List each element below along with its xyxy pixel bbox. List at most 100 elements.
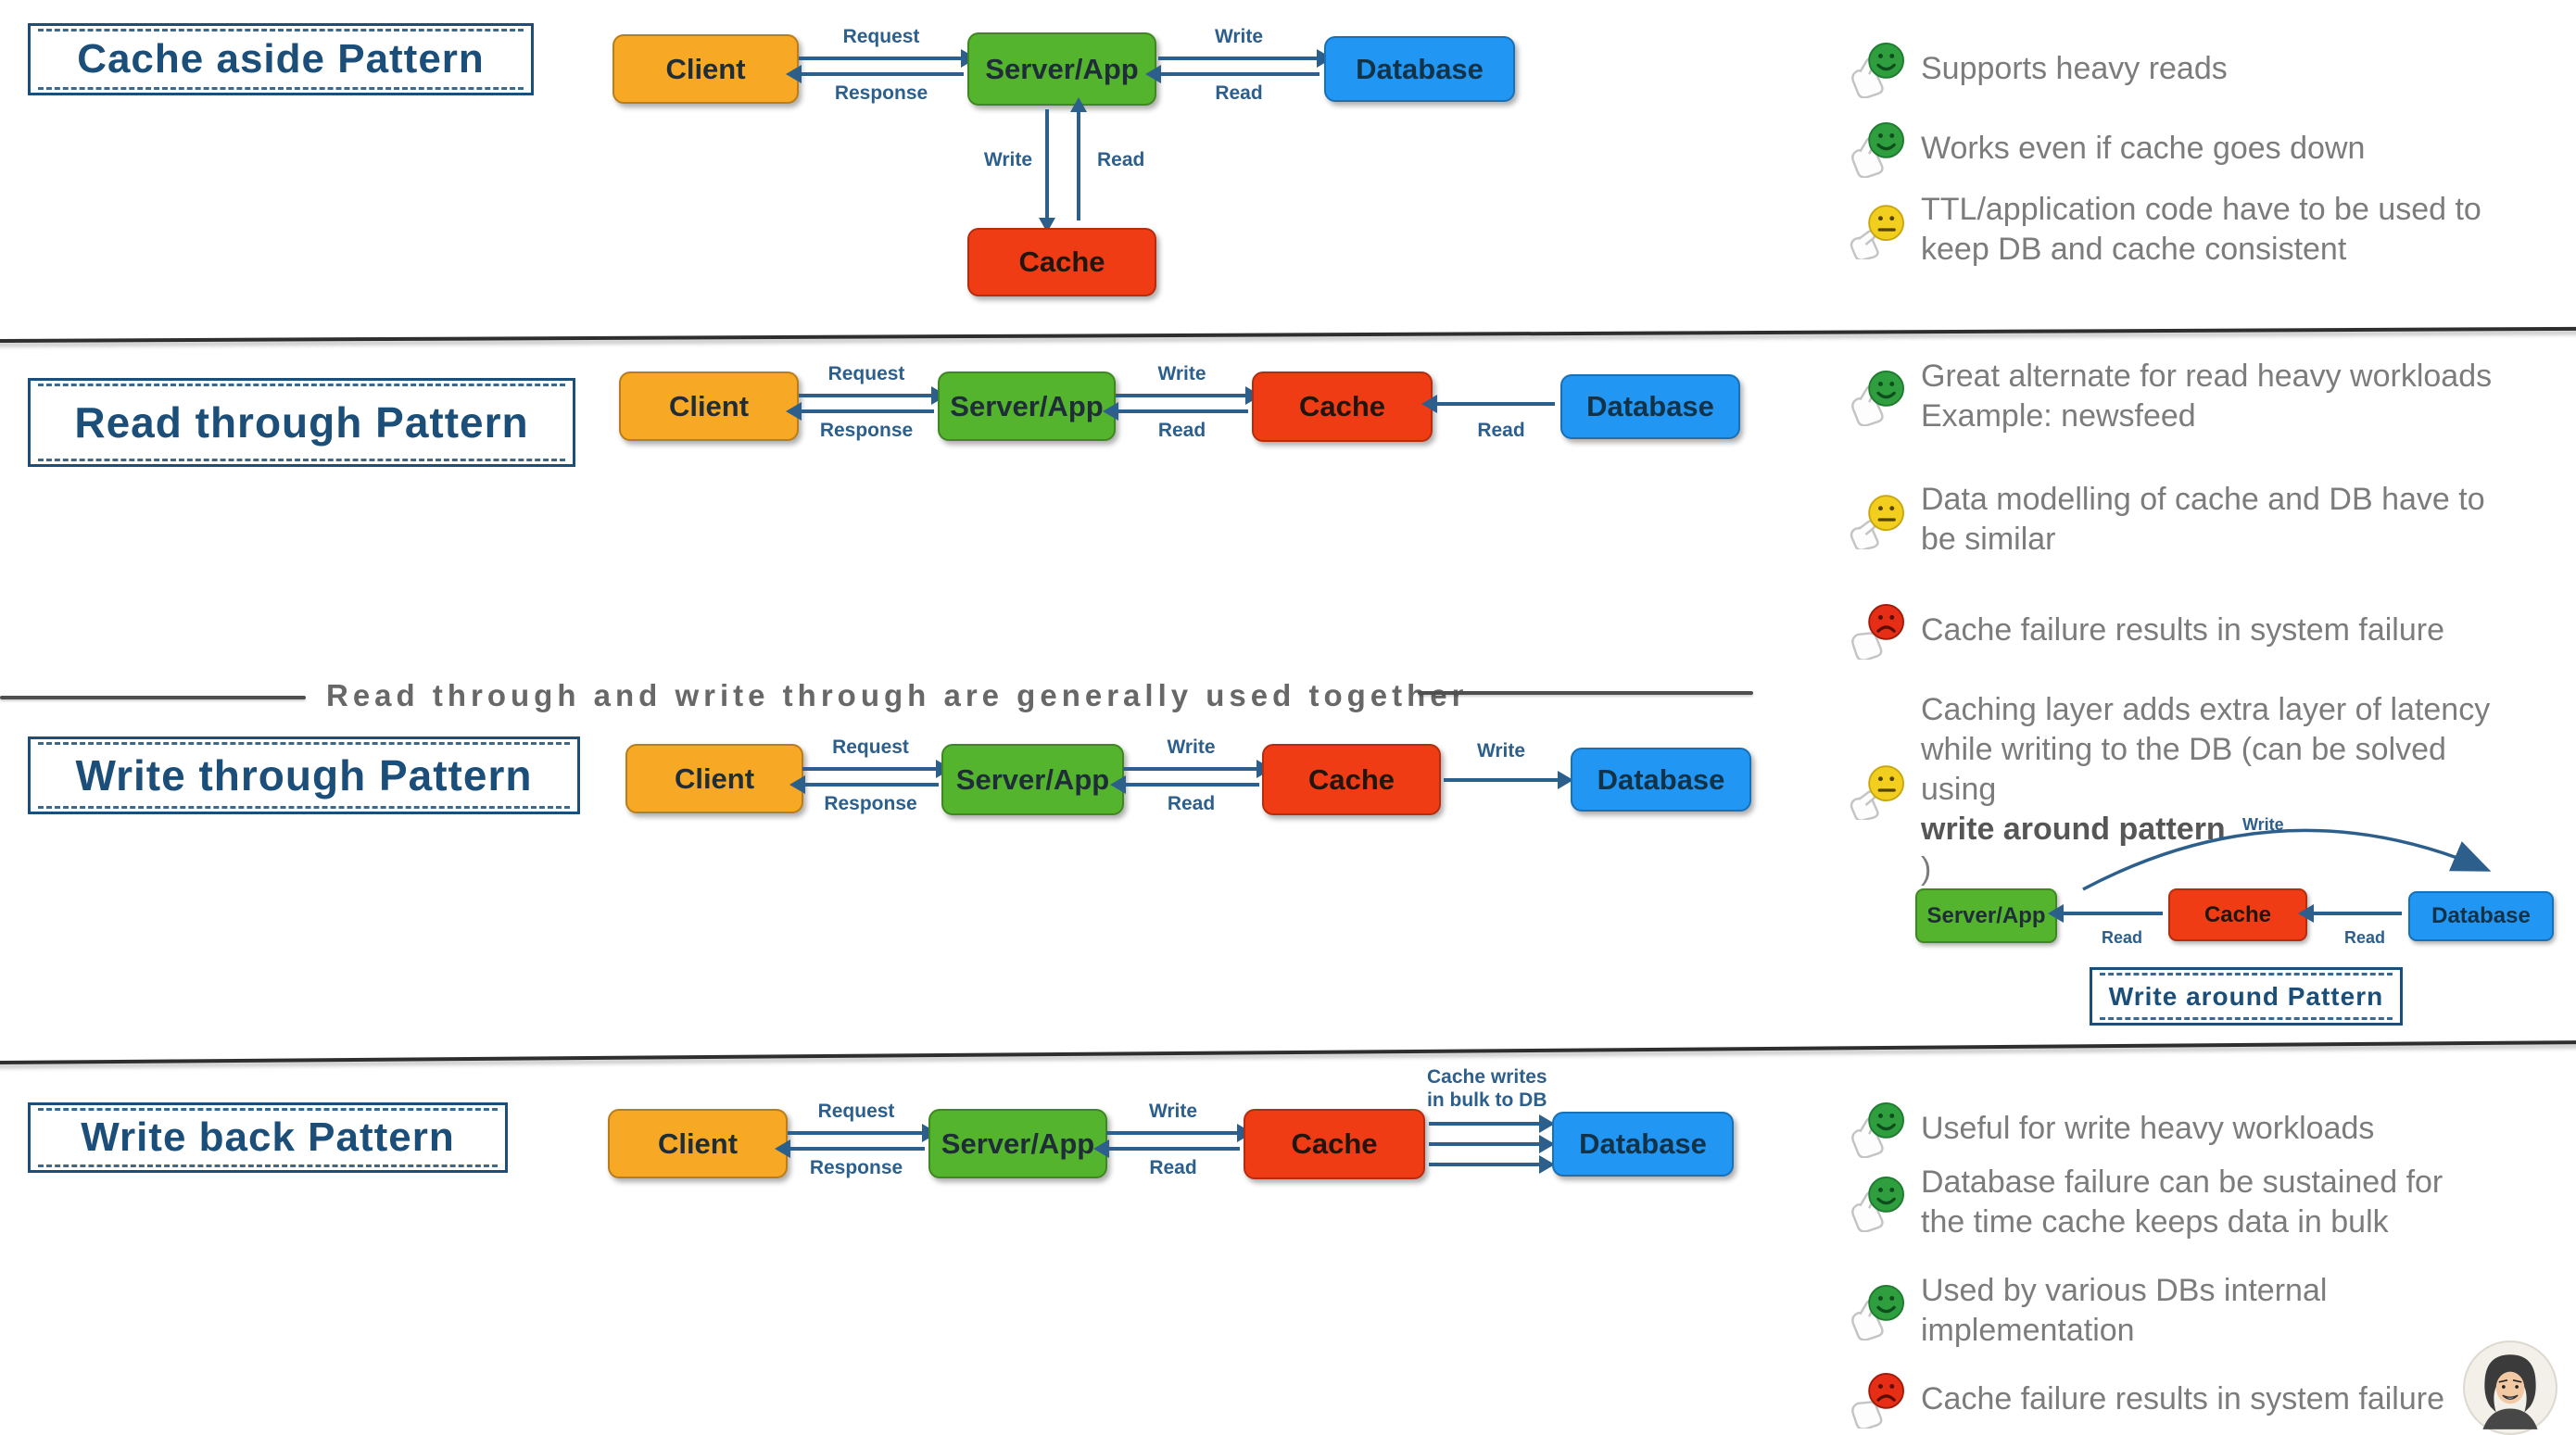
divider-text: Read through and write through are gener…	[326, 678, 1469, 712]
note-text: Useful for write heavy workloads	[1921, 1110, 2375, 1146]
note-text: while writing to the DB (can be solved	[1921, 732, 2446, 767]
section-separator	[0, 326, 2576, 343]
thinking-face-icon	[1850, 764, 1904, 820]
note-text: Used by various DBs internal	[1921, 1273, 2328, 1308]
note-text: Works even if cache goes down	[1921, 130, 2366, 166]
note-data-modelling: Data modelling of cache and DB have to b…	[1849, 480, 2485, 560]
node-client: Client	[625, 744, 803, 813]
arrow-label-write: Write	[1157, 363, 1206, 384]
arrows-client-server: Request Response	[799, 26, 964, 105]
note-dbs-internal: Used by various DBs internal implementat…	[1849, 1271, 2327, 1351]
arrow-label-write: Write	[1167, 736, 1216, 758]
arrow-label-response: Response	[809, 1157, 903, 1178]
arrow-label-read-db: Read	[1477, 420, 1525, 441]
node-cache: Cache	[1262, 744, 1441, 815]
write-around-curved-arrow	[2082, 828, 2492, 891]
note-text: Database failure can be sustained for	[1921, 1164, 2443, 1200]
arrow-label-read: Read	[1149, 1157, 1197, 1178]
arrow-label-read: Read	[1167, 793, 1216, 814]
arrows-server-cache: Write Read	[1116, 363, 1248, 442]
note-read-heavy: Great alternate for read heavy workloads…	[1849, 357, 2492, 436]
arrow-label-request: Request	[842, 26, 920, 47]
arrows-server-cache: Write Read	[1123, 736, 1259, 815]
arrow-label-response: Response	[834, 82, 928, 104]
request-arrow	[802, 767, 939, 771]
node-cache: Cache	[1244, 1109, 1425, 1179]
response-arrow	[799, 72, 964, 76]
arrow-label-write: Write	[1148, 1101, 1198, 1122]
section-title-write-back: Write back Pattern	[28, 1102, 508, 1173]
db-to-cache-read-arrow-mini	[2311, 912, 2402, 915]
bulk-write-arrow-3	[1429, 1163, 1542, 1166]
note-text: Caching layer adds extra layer of latenc…	[1921, 692, 2491, 727]
note-text: Example: newsfeed	[1921, 398, 2196, 434]
node-server-app: Server/App	[941, 744, 1124, 815]
node-client: Client	[612, 34, 799, 104]
write-arrow	[1106, 1131, 1240, 1135]
divider-line-left	[0, 696, 306, 699]
node-client: Client	[619, 371, 799, 441]
sad-face-icon	[1851, 604, 1904, 660]
node-cache: Cache	[1252, 371, 1433, 442]
node-server-app: Server/App	[928, 1109, 1107, 1178]
cache-to-server-read-arrow	[2061, 912, 2163, 915]
arrow-label-response: Response	[819, 420, 914, 441]
note-text: TTL/application code have to be used to	[1921, 192, 2481, 227]
request-arrow	[788, 1131, 925, 1135]
arrow-label-request: Request	[832, 736, 909, 758]
presenter-avatar	[2463, 1341, 2557, 1435]
note-latency: Caching layer adds extra layer of latenc…	[1849, 690, 2490, 889]
note-write-heavy: Useful for write heavy workloads	[1849, 1099, 2374, 1158]
divider-line-right	[1418, 691, 1753, 695]
arrow-label-read-db-mini: Read	[2343, 928, 2385, 947]
write-arrow	[1116, 394, 1248, 397]
note-ttl-consistency: TTL/application code have to be used to …	[1849, 190, 2481, 270]
thumbs-up-icon	[1851, 371, 1904, 426]
response-arrow	[788, 1147, 925, 1151]
arrows-client-server: Request Response	[788, 1101, 925, 1179]
node-database: Database	[1552, 1112, 1734, 1177]
arrow-label-bulk-writes: Cache writes in bulk to DB	[1427, 1066, 1547, 1111]
write-to-cache-arrow	[1045, 109, 1049, 220]
node-database: Database	[1324, 36, 1515, 102]
note-text: be similar	[1921, 522, 2056, 557]
write-arrow	[1158, 57, 1320, 60]
node-database: Database	[1560, 374, 1740, 439]
node-cache-mini: Cache	[2168, 888, 2307, 941]
section-separator	[0, 1040, 2576, 1064]
arrow-label-read: Read	[1215, 82, 1263, 104]
write-arrow	[1123, 767, 1259, 771]
request-arrow	[799, 394, 934, 397]
node-database-mini: Database	[2408, 891, 2554, 941]
thumbs-up-icon	[1851, 43, 1904, 98]
bulk-write-arrow-1	[1429, 1122, 1542, 1126]
arrows-server-database: Write Read	[1158, 26, 1320, 105]
node-server-app-mini: Server/App	[1915, 888, 2057, 943]
node-database: Database	[1571, 748, 1751, 812]
arrow-label-read-mini: Read	[2101, 928, 2142, 947]
thinking-face-icon	[1850, 495, 1904, 549]
note-text: keep DB and cache consistent	[1921, 232, 2347, 267]
arrows-client-server: Request Response	[802, 736, 939, 815]
note-text: Cache failure results in system failure	[1921, 611, 2445, 648]
response-arrow	[802, 783, 939, 787]
node-client: Client	[608, 1109, 788, 1178]
note-text: using write around pattern)	[1921, 772, 2226, 887]
thumbs-up-icon	[1851, 1285, 1904, 1341]
arrow-label-write-cache: Write	[983, 149, 1032, 170]
read-from-cache-arrow	[1077, 109, 1080, 220]
thumbs-up-icon	[1851, 122, 1904, 178]
arrow-label-request: Request	[827, 363, 905, 384]
arrow-label-write-db: Write	[1476, 740, 1526, 762]
node-cache: Cache	[967, 228, 1156, 296]
read-arrow	[1116, 409, 1248, 413]
read-arrow	[1106, 1147, 1240, 1151]
sad-face-icon	[1851, 1373, 1904, 1429]
read-arrow	[1158, 72, 1320, 76]
note-supports-heavy-reads: Supports heavy reads	[1849, 39, 2228, 98]
note-cache-failure: Cache failure results in system failure	[1849, 600, 2444, 660]
cache-to-db-write-arrow	[1444, 778, 1560, 782]
note-db-failure-sustained: Database failure can be sustained for th…	[1849, 1163, 2443, 1242]
arrow-label-read-cache: Read	[1097, 149, 1145, 170]
